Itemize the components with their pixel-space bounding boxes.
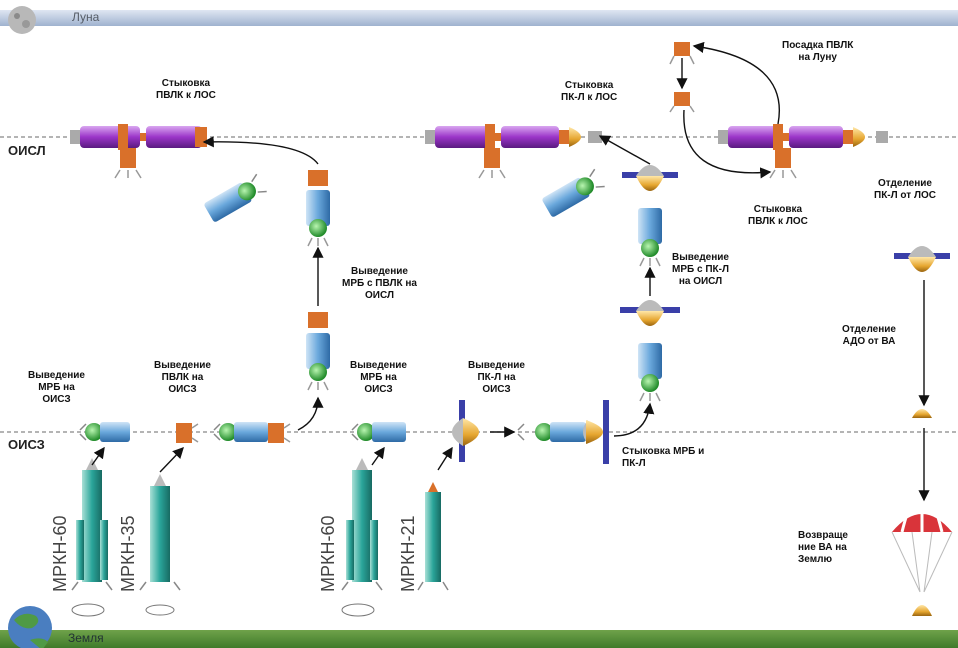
spent-block-middle [542,168,605,217]
rocket-name-4: МРКН-21 [398,515,418,593]
mrb-earth-orbit-2 [351,422,406,442]
rocket-mrkn60-2 [341,458,383,617]
descent-capsule [912,409,932,418]
mrb-pvlk-stack-lower [306,312,330,391]
rocket-mrkn35 [139,474,181,616]
earth-label: Земля [68,631,104,645]
rocket-mrkn21 [417,482,449,591]
rocket-name-2: МРКН-35 [118,515,138,593]
rocket-mrkn60-1 [71,458,113,617]
lunar-station-right [718,124,888,179]
flow-arrows [91,41,930,502]
mrb-pvlk-earth-docked [213,422,291,443]
lunar-station-middle [425,124,602,179]
mrb-pvlk-stack-upper [306,170,330,247]
pkl-separated [894,246,950,272]
earth-band [0,630,958,648]
rocket-name-3: МРКН-60 [318,515,338,593]
moon-band [0,10,958,26]
parachute [891,498,953,616]
pvlk-earth-orbit [176,423,199,443]
pkl-earth-orbit [452,400,479,462]
mrb-pkl-stack-upper [622,165,678,267]
earth-orbit-label: ОИСЗ [8,437,45,452]
mrb-earth-orbit-1 [79,422,130,442]
pvlk-lander-top [669,42,695,113]
moon-icon [8,6,36,34]
earth-icon [8,606,52,648]
spent-block-left [204,173,267,222]
rocket-name-1: МРКН-60 [50,515,70,593]
moon-label: Луна [72,10,100,24]
lunar-station-left [70,124,207,179]
mrb-pkl-stack-lower [620,300,680,402]
mrb-pkl-earth-docked [517,400,609,464]
lunar-orbit-label: ОИСЛ [8,143,46,158]
